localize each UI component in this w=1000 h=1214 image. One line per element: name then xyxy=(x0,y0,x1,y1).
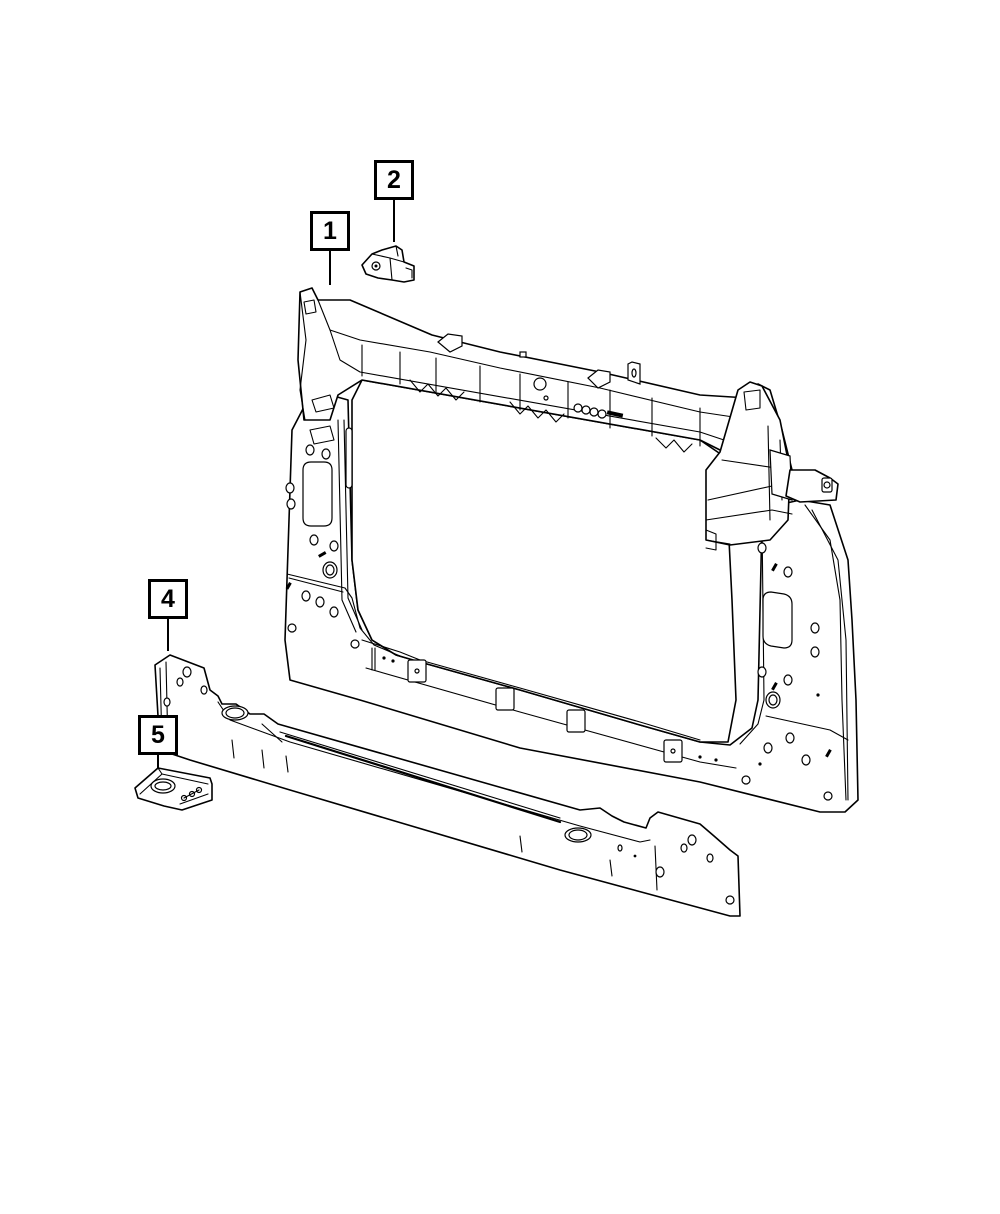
callout-2[interactable]: 2 xyxy=(374,160,414,200)
part-2-bracket-clip[interactable] xyxy=(361,245,415,283)
leader-line-2 xyxy=(393,200,395,242)
callout-1[interactable]: 1 xyxy=(310,211,350,251)
part-4-lower-crossmember[interactable] xyxy=(154,654,741,917)
leader-line-4 xyxy=(167,619,169,651)
leader-line-1 xyxy=(329,251,331,285)
callout-4[interactable]: 4 xyxy=(148,579,188,619)
leader-line-5 xyxy=(157,755,159,769)
part-5-mounting-bracket[interactable] xyxy=(134,767,213,811)
callout-5[interactable]: 5 xyxy=(138,715,178,755)
part-1-radiator-support[interactable] xyxy=(284,287,859,813)
